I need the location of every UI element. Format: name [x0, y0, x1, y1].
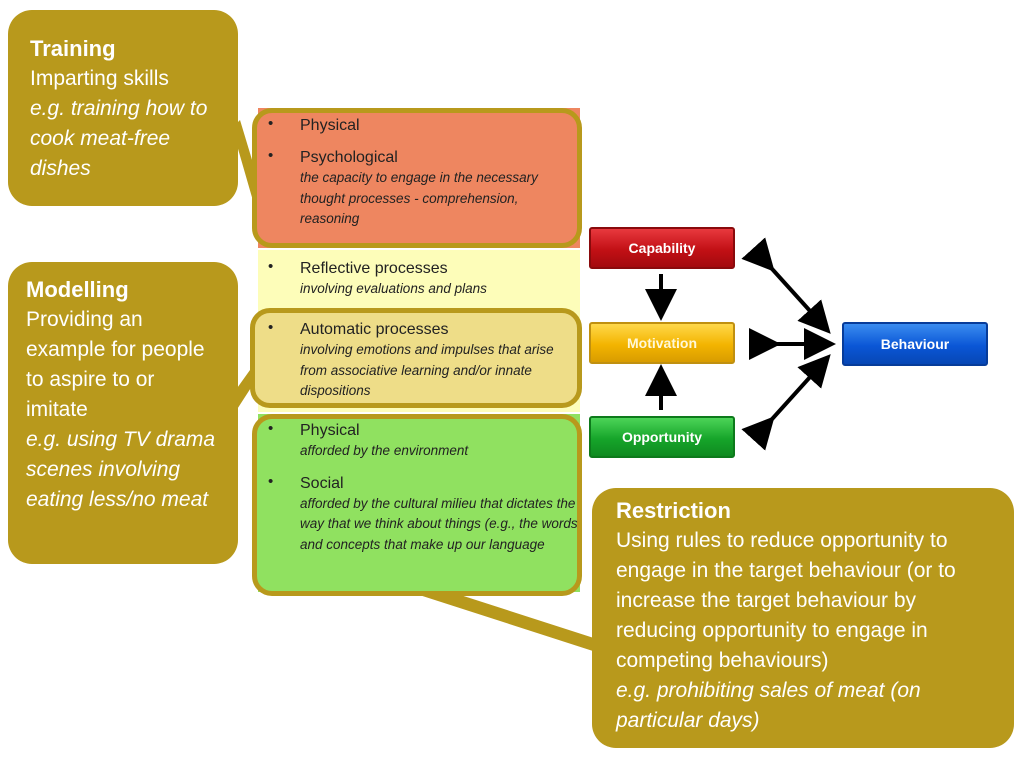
capability-behaviour-arrow: [741, 237, 831, 334]
restriction-title: Restriction: [616, 498, 731, 523]
training-example: e.g. training how to cook meat-free dish…: [30, 97, 208, 180]
motivation-automatic-list: Automatic processes involving emotions a…: [258, 319, 578, 414]
list-item: Reflective processes involving evaluatio…: [258, 258, 578, 300]
opportunity-list: Physical afforded by the environment Soc…: [258, 420, 578, 567]
list-item: Physical: [258, 115, 578, 136]
restriction-definition: Using rules to reduce opportunity to eng…: [616, 529, 956, 672]
training-definition: Imparting skills: [30, 67, 169, 90]
list-item: Psychological the capacity to engage in …: [258, 147, 578, 230]
opportunity-social-desc: afforded by the cultural milieu that dic…: [300, 495, 578, 552]
list-item: Automatic processes involving emotions a…: [258, 319, 578, 402]
motivation-reflective-list: Reflective processes involving evaluatio…: [258, 258, 578, 312]
automatic-desc: involving emotions and impulses that ari…: [300, 342, 554, 398]
opportunity-physical-label: Physical: [300, 422, 360, 439]
modelling-definition: Providing an example for people to aspir…: [26, 308, 205, 421]
capability-psychological-label: Psychological: [300, 149, 398, 166]
modelling-example: e.g. using TV drama scenes involving eat…: [26, 428, 216, 511]
opportunity-box: Opportunity: [589, 416, 735, 458]
reflective-label: Reflective processes: [300, 260, 448, 277]
capability-psychological-desc: the capacity to engage in the necessary …: [300, 170, 538, 226]
training-callout: Training Imparting skills e.g. training …: [8, 10, 238, 206]
restriction-example: e.g. prohibiting sales of meat (on parti…: [616, 679, 921, 732]
motivation-box: Motivation: [589, 322, 735, 364]
list-item: Physical afforded by the environment: [258, 420, 578, 462]
automatic-label: Automatic processes: [300, 321, 449, 338]
list-item: Social afforded by the cultural milieu t…: [258, 473, 578, 556]
modelling-title: Modelling: [26, 277, 129, 302]
modelling-callout: Modelling Providing an example for peopl…: [8, 262, 238, 564]
restriction-callout: Restriction Using rules to reduce opport…: [592, 488, 1014, 748]
opportunity-social-label: Social: [300, 474, 344, 492]
training-title: Training: [30, 36, 116, 61]
opportunity-physical-desc: afforded by the environment: [300, 443, 469, 458]
behaviour-box: Behaviour: [842, 322, 988, 366]
capability-box: Capability: [589, 227, 735, 269]
capability-physical-label: Physical: [300, 117, 360, 134]
opportunity-behaviour-arrow: [741, 354, 831, 451]
reflective-desc: involving evaluations and plans: [300, 281, 487, 296]
capability-list: Physical Psychological the capacity to e…: [258, 115, 578, 242]
